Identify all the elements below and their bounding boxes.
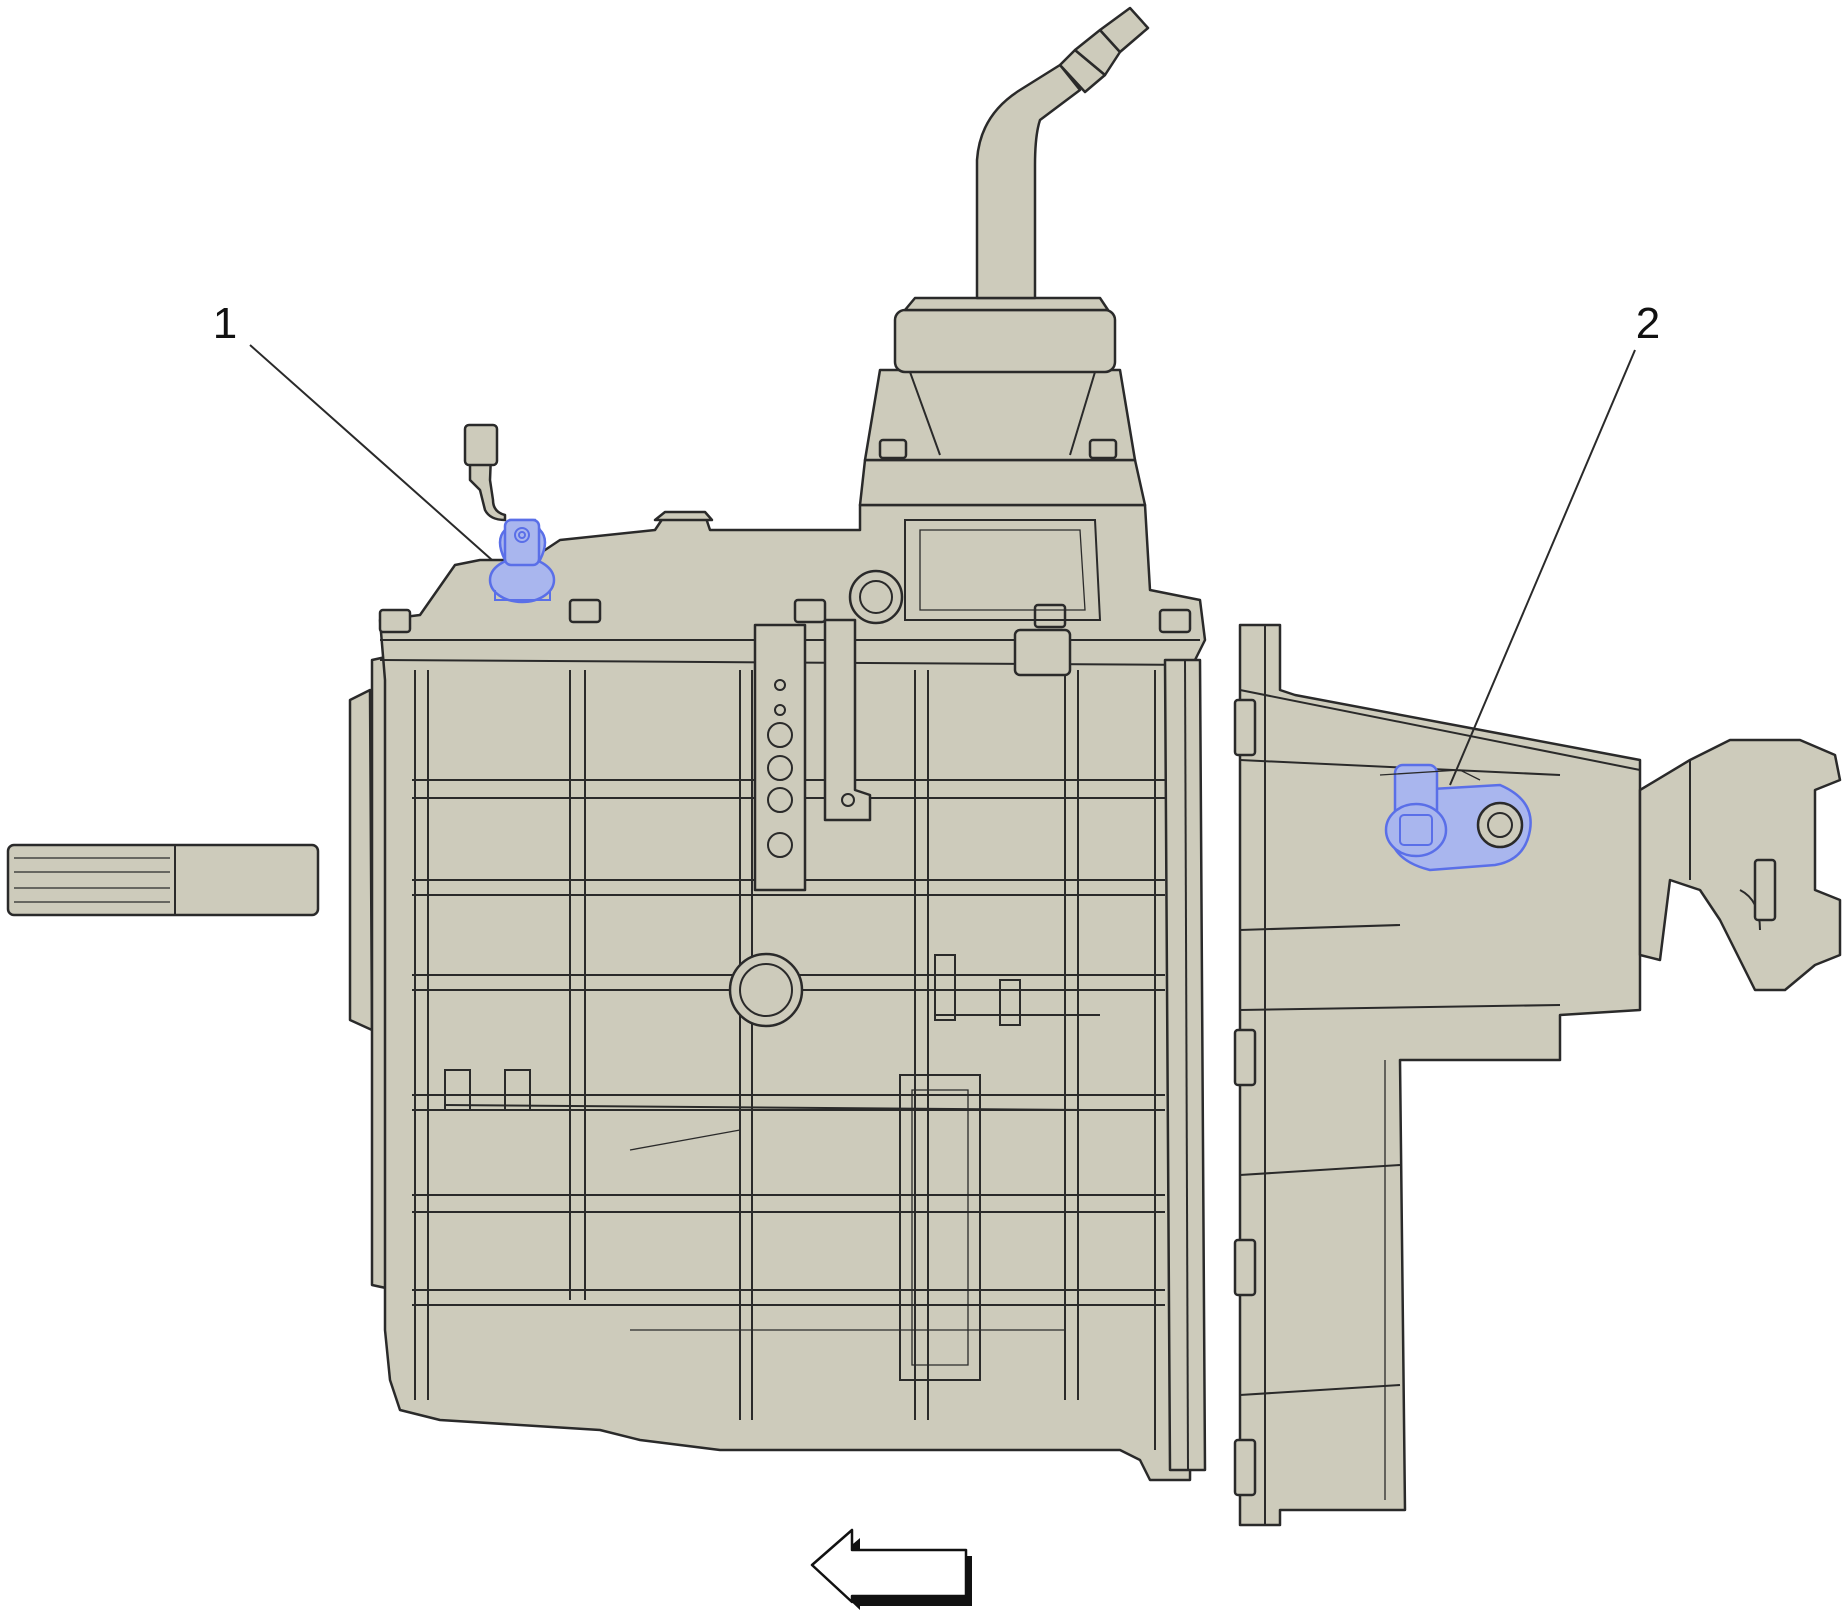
component-1-highlighted	[463, 423, 556, 604]
shifter-tower	[848, 296, 1147, 677]
callout-1: 1	[213, 299, 493, 561]
leader-line-1	[249, 344, 493, 561]
shift-lever	[975, 6, 1150, 300]
arrow-left-icon	[810, 1528, 972, 1610]
main-case	[378, 503, 1207, 1482]
callout-2: 2	[1449, 299, 1660, 786]
component-2-highlighted	[1379, 763, 1532, 872]
callout-number-2: 2	[1636, 299, 1660, 348]
leader-line-2	[1449, 349, 1636, 786]
output-yoke	[1638, 738, 1842, 992]
input-shaft	[6, 843, 320, 917]
callout-number-1: 1	[213, 299, 237, 348]
tail-housing	[1233, 623, 1642, 1527]
